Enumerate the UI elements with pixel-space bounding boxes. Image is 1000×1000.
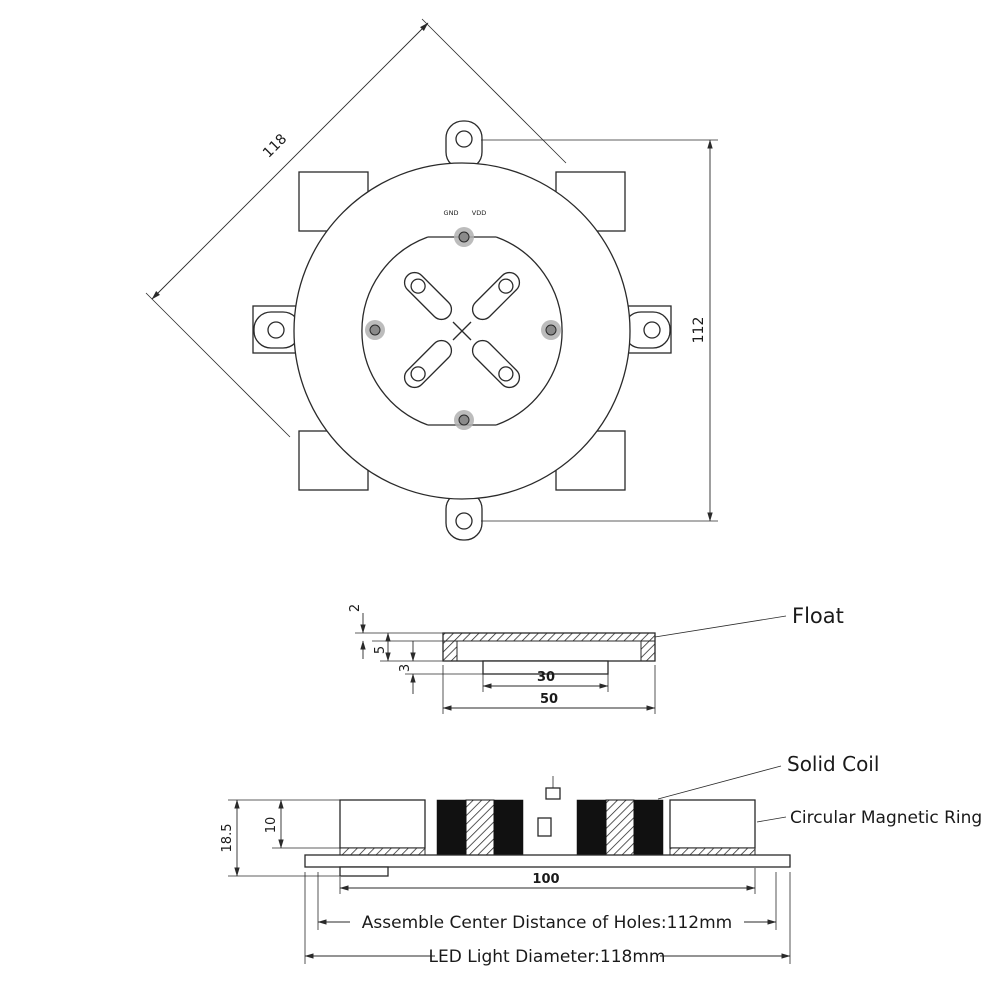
dim-base-18-5: 18.5	[220, 799, 340, 877]
dim-5-text: 5	[373, 646, 388, 654]
solid-coil-label: Solid Coil	[787, 752, 879, 776]
dim-led-diameter-note: LED Light Diameter:118mm	[304, 872, 791, 967]
pad-left	[365, 320, 385, 340]
hole-bottom	[455, 512, 473, 530]
solder-pads	[365, 227, 561, 430]
dim-112-text: 112	[691, 317, 707, 344]
magnet-ring-right-base	[669, 847, 756, 856]
solid-coil-left	[436, 799, 524, 856]
base-plate-step	[339, 866, 389, 877]
float-step	[482, 660, 609, 675]
magnet-ring-right	[669, 799, 756, 849]
ear-right	[623, 311, 671, 349]
dim-hole-distance-note: Assemble Center Distance of Holes:112mm	[317, 872, 777, 933]
pad-right	[541, 320, 561, 340]
magnet-ring-left	[339, 799, 426, 849]
pad-top	[454, 227, 474, 247]
dim-float-5: 5	[373, 632, 443, 662]
top-view: GND VDD 118 112	[145, 18, 718, 541]
hole-right	[643, 321, 661, 339]
dim-float-2: 2	[348, 604, 443, 659]
float-view: 2 5 3 30 50 Float	[348, 604, 844, 714]
base-plate	[304, 854, 791, 868]
dim-100-text: 100	[532, 872, 559, 887]
float-left-cap	[442, 640, 458, 662]
solid-coil-right	[576, 799, 664, 856]
gnd-label: GND	[444, 209, 459, 217]
center-cross	[452, 321, 472, 341]
ear-top	[445, 120, 483, 170]
float-leader-line	[654, 615, 787, 638]
capsule-sw	[403, 339, 453, 389]
dim-18-5-text: 18.5	[220, 824, 235, 853]
dim-10-text: 10	[264, 817, 279, 834]
mounting-ears	[253, 120, 671, 541]
dim-float-3: 3	[398, 641, 483, 694]
hole-top	[455, 130, 473, 148]
hole-left	[267, 321, 285, 339]
dim-118-text: 118	[260, 131, 290, 161]
center-component-top	[545, 787, 561, 800]
dim-base-100: 100	[339, 868, 756, 894]
led-note-text: LED Light Diameter:118mm	[429, 947, 666, 967]
assemble-note-text: Assemble Center Distance of Holes:112mm	[362, 913, 732, 933]
center-component-bottom	[537, 817, 552, 837]
dim-float-50: 50	[442, 665, 656, 714]
magnet-ring-left-base	[339, 847, 426, 856]
dim-3-text: 3	[398, 664, 413, 672]
dim-base-10: 10	[264, 799, 340, 849]
solid-coil-leader	[657, 765, 782, 800]
float-top-band	[442, 632, 656, 642]
dim-vertical-112: 112	[481, 139, 718, 522]
base-view: Solid Coil Circular Magnetic Ring 18.5 1…	[220, 752, 982, 967]
ear-left	[253, 311, 301, 349]
dim-50-text: 50	[540, 692, 558, 707]
dim-float-30: 30	[482, 670, 609, 692]
magnetic-ring-label: Circular Magnetic Ring	[790, 808, 982, 828]
float-label: Float	[792, 604, 844, 628]
magnetic-ring-leader	[756, 816, 787, 823]
dim-2-text: 2	[348, 604, 363, 612]
capsule-ne	[471, 271, 521, 321]
pad-bottom	[454, 410, 474, 430]
dim-30-text: 30	[537, 670, 555, 685]
float-right-cap	[640, 640, 656, 662]
vdd-label: VDD	[472, 209, 486, 217]
